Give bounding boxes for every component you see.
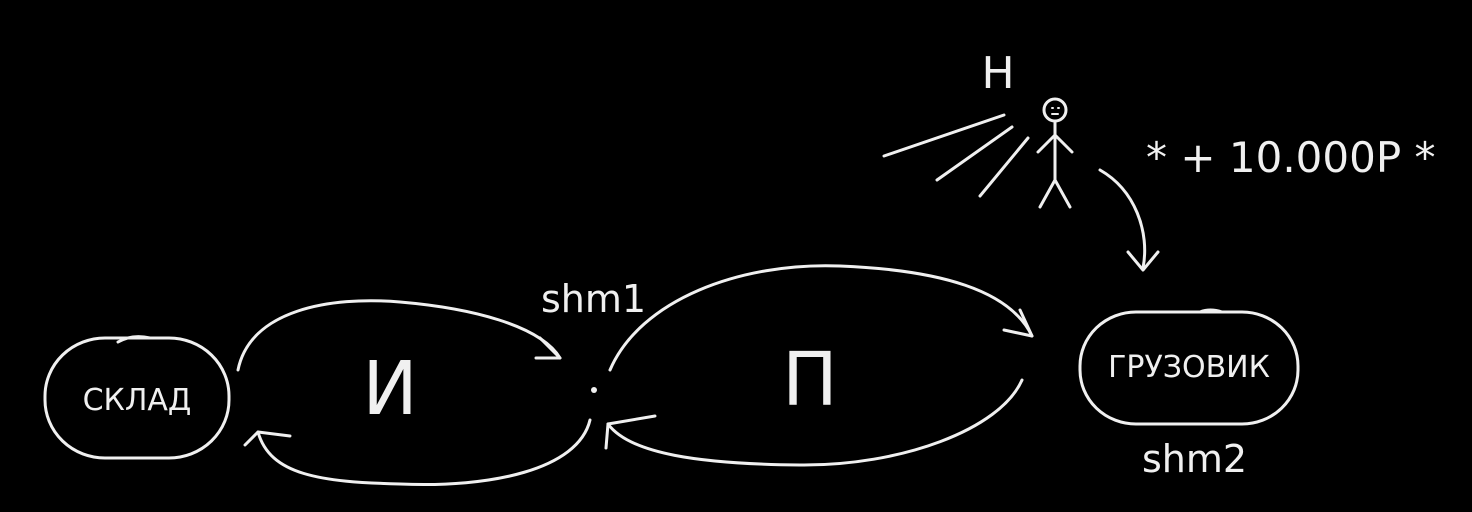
right-loop-top-arc bbox=[608, 264, 1034, 372]
left-loop-label: И bbox=[362, 346, 417, 432]
warehouse-outline-tick bbox=[116, 335, 152, 344]
right-loop-label: П bbox=[782, 337, 838, 423]
ray-1 bbox=[882, 113, 1006, 158]
left-loop-top-arrowhead bbox=[534, 336, 562, 360]
left-loop-bottom-arrowhead bbox=[243, 430, 292, 447]
right-loop bbox=[604, 264, 1034, 467]
hub-dot bbox=[591, 387, 597, 393]
truck-outline bbox=[1078, 310, 1300, 426]
stick-figure-arms bbox=[1036, 133, 1074, 154]
bribe-label: * + 10.000Р * bbox=[1146, 133, 1436, 182]
actor-to-truck-shaft bbox=[1098, 168, 1147, 270]
left-loop-bottom-arc bbox=[256, 418, 592, 486]
right-loop-bottom-arc bbox=[606, 378, 1024, 467]
stick-figure-head bbox=[1042, 97, 1068, 123]
hub-label: shm1 bbox=[541, 277, 646, 321]
actor-label: Н bbox=[981, 48, 1014, 99]
stick-figure-legs bbox=[1038, 178, 1072, 209]
actor-to-truck-arrow bbox=[1098, 168, 1160, 272]
stick-figure-face bbox=[1051, 107, 1060, 115]
stick-figure-icon bbox=[1036, 97, 1074, 209]
actor-to-truck-arrowhead bbox=[1126, 250, 1160, 272]
right-loop-bottom-arrowhead bbox=[604, 414, 657, 450]
truck-node[interactable] bbox=[1078, 308, 1300, 426]
emphasis-rays bbox=[882, 113, 1030, 198]
ray-2 bbox=[935, 125, 1014, 182]
warehouse-label: СКЛАД bbox=[83, 383, 192, 418]
truck-tag-label: shm2 bbox=[1142, 437, 1247, 481]
truck-outline-tick bbox=[1198, 308, 1224, 314]
warehouse-node[interactable] bbox=[43, 335, 231, 460]
truck-label: ГРУЗОВИК bbox=[1108, 350, 1270, 385]
right-loop-top-arrowhead bbox=[1002, 308, 1034, 338]
left-loop-top-arc bbox=[236, 299, 562, 372]
left-loop bbox=[236, 299, 592, 486]
ray-3 bbox=[978, 136, 1030, 198]
